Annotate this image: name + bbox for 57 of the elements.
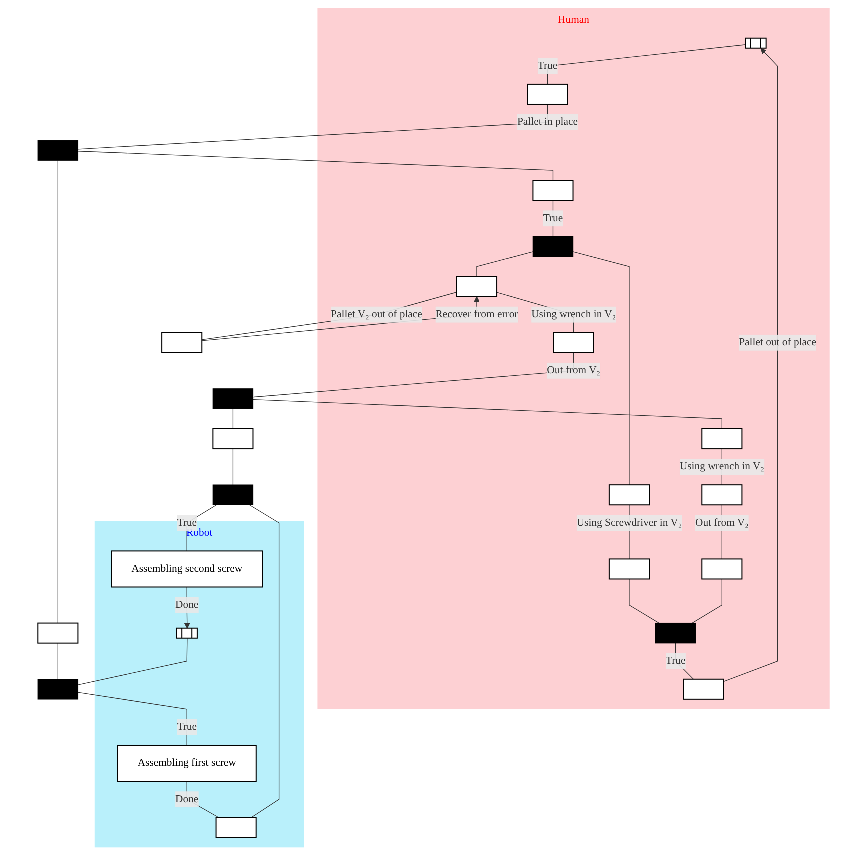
connector: [232, 408, 234, 430]
connector: [78, 104, 548, 150]
edge-label: Using wrench in V₂: [532, 308, 616, 320]
edge-label: True: [538, 60, 558, 72]
edge-label: Done: [176, 794, 199, 805]
node-bar: [38, 140, 79, 161]
edge-label: Pallet V₂ out of place: [331, 308, 422, 320]
edge-label: Pallet out of place: [739, 336, 817, 348]
node-bar: [212, 484, 254, 506]
connector: [547, 44, 746, 85]
edge-label: Recover from error: [436, 308, 518, 320]
edge-label: True: [177, 517, 197, 528]
edge-label: Using wrench in V₂: [680, 461, 764, 472]
node-box: [176, 628, 198, 639]
edge-label: Using Screwdriver in V₂: [576, 517, 682, 528]
node-box: [702, 484, 743, 506]
connector: [552, 200, 554, 238]
node-box: Assembling first screw: [117, 745, 257, 782]
connector: [675, 643, 694, 680]
node-box: [608, 484, 650, 506]
connector: [476, 252, 534, 278]
node-box: [212, 428, 254, 450]
edge-label: True: [177, 721, 197, 733]
edge-label: Pallet in place: [517, 116, 578, 128]
edge-label: Out from V₂: [547, 364, 601, 376]
node-bar: [655, 622, 696, 644]
connector: [572, 252, 630, 486]
arrow: [202, 296, 480, 342]
connector: [78, 638, 188, 686]
node-box: [553, 332, 594, 354]
node-box: [745, 38, 767, 49]
node-bar: [212, 388, 254, 410]
connector: [202, 292, 458, 340]
node-box: [702, 558, 743, 580]
node-bar: [532, 236, 574, 258]
node-box: [456, 276, 498, 298]
node-box: Assembling second screw: [111, 550, 264, 588]
node-box: [532, 180, 574, 202]
node-box: [683, 678, 724, 700]
node-box: [702, 428, 743, 450]
node-box: [38, 622, 79, 644]
connector: [78, 151, 554, 181]
connector: [232, 448, 234, 486]
edge-label: True: [543, 212, 564, 224]
arrow: [723, 48, 778, 682]
edge-label: Done: [176, 599, 199, 611]
node-box: [162, 332, 203, 354]
node-box: [216, 817, 257, 838]
connector: [78, 692, 188, 746]
connector: [252, 399, 722, 430]
node-box: [608, 558, 650, 580]
node-box: [527, 84, 568, 105]
node-bar: [38, 679, 79, 700]
connector: [249, 504, 280, 818]
edge-label: Out from V₂: [695, 517, 749, 528]
edge-label: True: [666, 655, 686, 667]
connector: [252, 352, 574, 398]
